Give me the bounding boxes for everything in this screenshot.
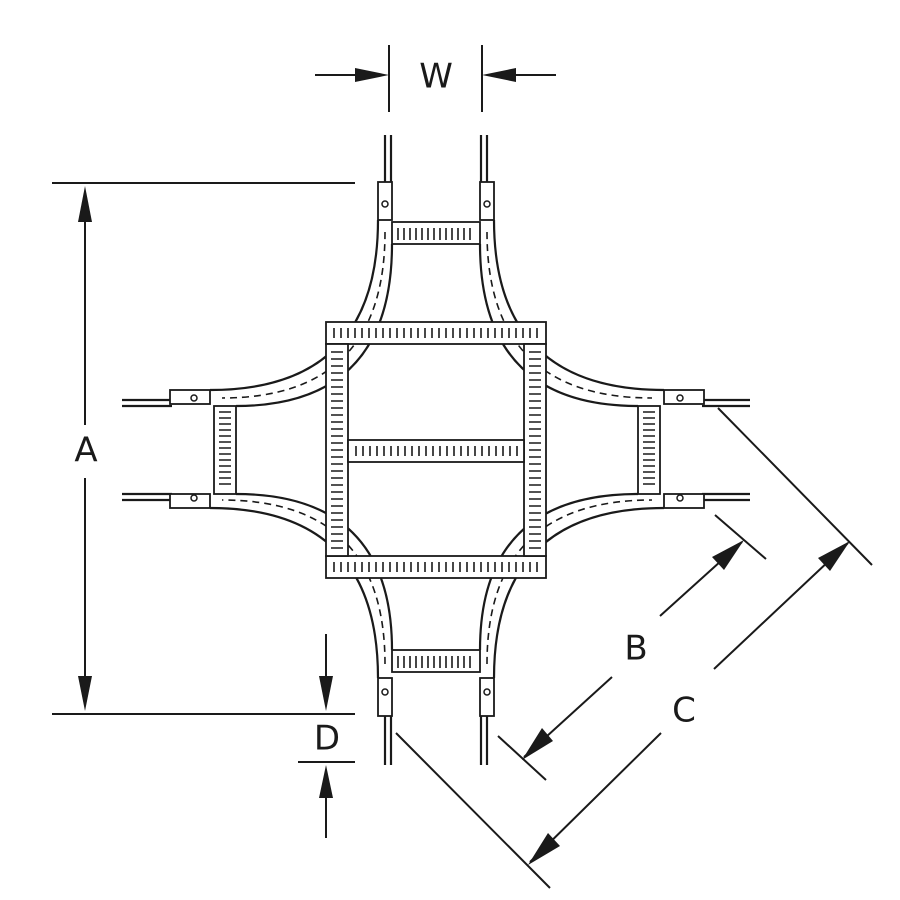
dimension-a: A	[52, 182, 355, 715]
dimension-b-label: B	[624, 629, 647, 669]
bottom-branch	[377, 649, 495, 765]
dimension-a-label: A	[74, 431, 97, 471]
centre-frame	[325, 321, 547, 579]
dimension-w: W	[315, 45, 556, 112]
dimension-c: C	[395, 407, 873, 889]
top-branch-rung-slots	[397, 228, 471, 240]
dimension-d-label: D	[314, 719, 340, 759]
dimension-c-label: C	[672, 691, 696, 731]
dimension-b: B	[497, 514, 767, 781]
right-branch	[637, 389, 750, 509]
dimension-w-label: W	[419, 57, 453, 97]
dimension-d: D	[298, 634, 355, 838]
cross-fitting	[122, 135, 750, 765]
curved-rails	[209, 219, 665, 679]
left-branch	[122, 389, 237, 509]
top-branch	[377, 135, 495, 245]
